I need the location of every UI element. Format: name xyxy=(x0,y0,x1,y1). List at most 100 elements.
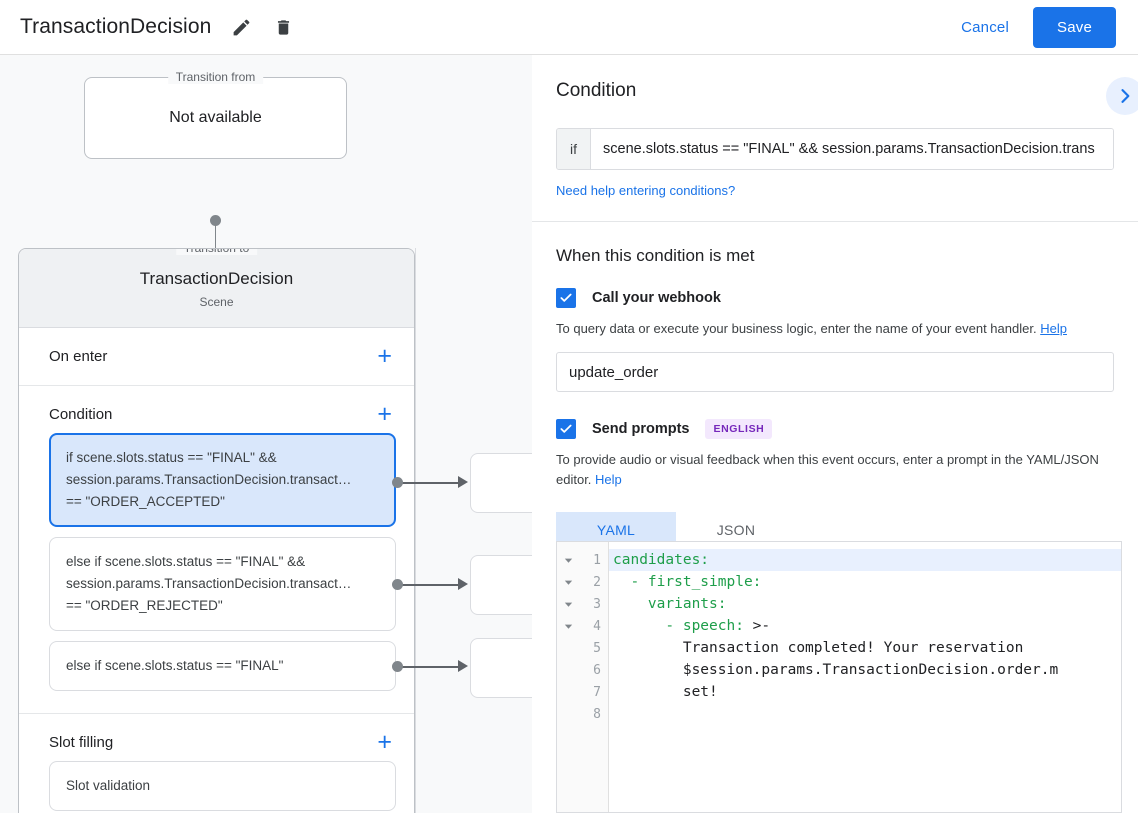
slot-validation-card[interactable]: Slot validation xyxy=(49,761,396,811)
transition-to-header[interactable]: TransactionDecision Scene xyxy=(19,249,414,328)
editor-line-number: 6 xyxy=(593,662,601,678)
yaml-key-token: - speech: xyxy=(613,618,744,634)
app-header: TransactionDecision Cancel Save xyxy=(0,0,1138,55)
editor-code-area[interactable]: candidates: - first_simple: variants: - … xyxy=(609,542,1121,812)
cancel-button[interactable]: Cancel xyxy=(947,11,1023,44)
editor-line-number: 7 xyxy=(593,684,601,700)
editor-code-line: set! xyxy=(609,681,1121,703)
condition-connector-arrow xyxy=(458,476,468,488)
editor-line-number: 1 xyxy=(593,552,601,568)
tab-json[interactable]: JSON xyxy=(716,522,756,538)
add-on-enter-button[interactable]: + xyxy=(377,342,392,370)
call-webhook-checkbox[interactable] xyxy=(556,288,576,308)
condition-connector-arrow xyxy=(458,578,468,590)
condition-card-line1: else if scene.slots.status == "FINAL" xyxy=(66,658,284,673)
section-on-enter-header: On enter + xyxy=(19,328,414,385)
editor-gutter-row: 2 xyxy=(557,571,608,593)
editor-gutter-row: 7 xyxy=(557,681,608,703)
yaml-text-token: Transaction completed! Your reservation xyxy=(613,640,1024,656)
section-slot-filling: Slot filling + Slot validation xyxy=(19,714,414,813)
graph-edge-line xyxy=(214,221,216,267)
condition-card-selected[interactable]: if scene.slots.status == "FINAL" && sess… xyxy=(49,433,396,527)
chevron-right-icon[interactable] xyxy=(1106,77,1138,115)
condition-card-line1: else if scene.slots.status == "FINAL" && xyxy=(66,554,306,569)
transition-to-title: TransactionDecision xyxy=(139,269,294,288)
section-condition: Condition + if scene.slots.status == "FI… xyxy=(19,386,414,714)
transition-to-box: Transition to TransactionDecision Scene … xyxy=(18,248,415,813)
graph-vertical-rule xyxy=(415,248,416,813)
condition-card-line3: == "ORDER_REJECTED" xyxy=(66,598,223,613)
editor-gutter-row: 6 xyxy=(557,659,608,681)
yaml-key-token: candidates: xyxy=(613,552,710,568)
yaml-text-token: $session.params.TransactionDecision.orde… xyxy=(613,662,1059,678)
webhook-handler-input[interactable] xyxy=(556,352,1114,392)
transition-from-box: Transition from Not available xyxy=(84,70,347,159)
editor-line-number: 5 xyxy=(593,640,601,656)
section-slot-filling-header: Slot filling + xyxy=(19,714,414,761)
pencil-icon[interactable] xyxy=(229,15,253,39)
yaml-key-token: variants: xyxy=(613,596,727,612)
yaml-code-editor[interactable]: 1 2 3 4 5 6 7 8 candidates: - first_simple: var… xyxy=(556,541,1122,813)
condition-met-section: When this condition is met Call your web… xyxy=(532,222,1138,548)
section-on-enter-title: On enter xyxy=(49,348,108,365)
editor-code-line: $session.params.TransactionDecision.orde… xyxy=(609,659,1121,681)
graph-edge-dot xyxy=(210,215,221,226)
editor-gutter-row: 5 xyxy=(557,637,608,659)
call-webhook-label: Call your webhook xyxy=(592,290,721,306)
condition-input-row: if xyxy=(556,128,1114,170)
section-divider xyxy=(532,221,1138,222)
add-slot-filling-button[interactable]: + xyxy=(377,728,392,756)
fold-arrow-icon[interactable] xyxy=(557,621,579,632)
language-badge: ENGLISH xyxy=(705,419,773,439)
editor-gutter-row: 4 xyxy=(557,615,608,637)
fold-arrow-icon[interactable] xyxy=(557,555,579,566)
call-webhook-row: Call your webhook xyxy=(556,288,1114,308)
send-prompts-checkbox[interactable] xyxy=(556,419,576,439)
section-slot-filling-title: Slot filling xyxy=(49,734,114,751)
transition-target-box[interactable] xyxy=(470,555,532,615)
send-prompts-description: To provide audio or visual feedback when… xyxy=(556,450,1114,490)
send-prompts-label: Send prompts xyxy=(592,421,690,437)
condition-connector-line xyxy=(398,482,460,484)
editor-gutter-row: 1 xyxy=(557,549,608,571)
condition-card-line2: session.params.TransactionDecision.trans… xyxy=(66,576,352,591)
section-condition-title: Condition xyxy=(49,406,113,423)
add-condition-button[interactable]: + xyxy=(377,400,392,428)
condition-section-title: Condition xyxy=(556,80,637,101)
editor-gutter-row: 8 xyxy=(557,703,608,725)
condition-help-link[interactable]: Need help entering conditions? xyxy=(556,183,736,198)
editor-code-line: - first_simple: xyxy=(609,571,1121,593)
editor-line-number: 3 xyxy=(593,596,601,612)
save-button[interactable]: Save xyxy=(1033,6,1116,48)
condition-if-prefix: if xyxy=(557,129,591,169)
condition-connector-line xyxy=(398,584,460,586)
editor-line-number: 2 xyxy=(593,574,601,590)
editor-line-number: 8 xyxy=(593,706,601,722)
condition-card-line3: == "ORDER_ACCEPTED" xyxy=(66,494,225,509)
condition-card-line2: session.params.TransactionDecision.trans… xyxy=(66,472,352,487)
call-webhook-description-text: To query data or execute your business l… xyxy=(556,321,1037,336)
webhook-help-link[interactable]: Help xyxy=(1040,321,1067,336)
send-prompts-description-text: To provide audio or visual feedback when… xyxy=(556,452,1099,487)
condition-connector-dot xyxy=(392,477,403,488)
condition-input[interactable] xyxy=(591,129,1113,169)
yaml-value-token: >- xyxy=(743,618,771,634)
transition-target-box[interactable] xyxy=(470,638,532,698)
condition-connector-line xyxy=(398,666,460,668)
editor-code-line: - speech: >- xyxy=(609,615,1121,637)
editor-code-line: candidates: xyxy=(609,549,1121,571)
when-condition-met-title: When this condition is met xyxy=(556,246,755,265)
yaml-text-token: set! xyxy=(613,684,718,700)
page-title: TransactionDecision xyxy=(20,15,212,38)
fold-arrow-icon[interactable] xyxy=(557,577,579,588)
fold-arrow-icon[interactable] xyxy=(557,599,579,610)
editor-line-number: 4 xyxy=(593,618,601,634)
transition-target-box[interactable] xyxy=(470,453,532,513)
condition-card[interactable]: else if scene.slots.status == "FINAL" xyxy=(49,641,396,691)
trash-icon[interactable] xyxy=(271,15,295,39)
transition-to-subtitle: Scene xyxy=(199,295,234,309)
condition-card[interactable]: else if scene.slots.status == "FINAL" &&… xyxy=(49,537,396,631)
editor-gutter: 1 2 3 4 5 6 7 8 xyxy=(557,542,609,812)
transition-from-value: Not available xyxy=(169,109,262,126)
prompts-help-link[interactable]: Help xyxy=(595,472,622,487)
